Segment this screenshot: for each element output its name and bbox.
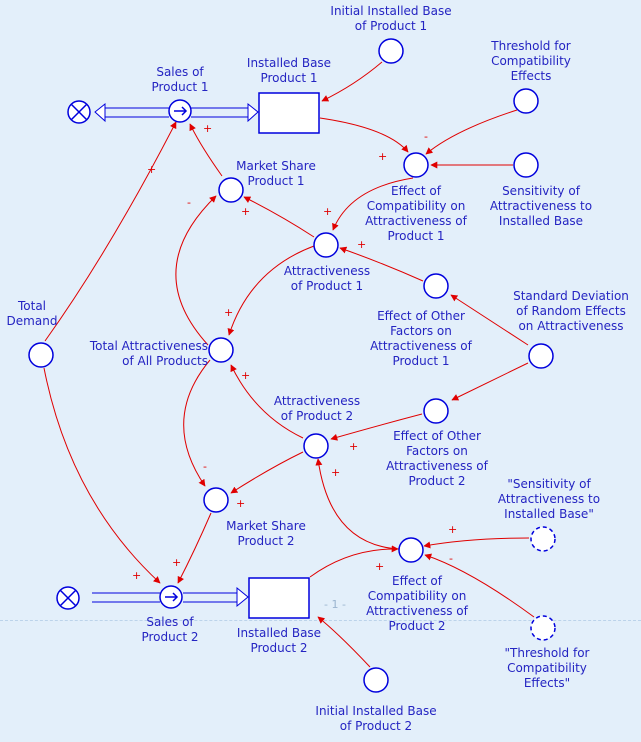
node-total-demand — [28, 342, 54, 368]
node-thresh-shadow — [530, 615, 556, 641]
link-effect-compat1-to-attract1 — [332, 177, 414, 231]
node-effect-compat2 — [398, 537, 424, 563]
link-attract1-to-total-attract — [227, 245, 315, 336]
flow-valves — [159, 99, 192, 609]
polarity-sign: - — [187, 196, 191, 209]
link-initial-ib2-to-ib2 — [317, 616, 371, 668]
link-stddev-to-effect-other1 — [450, 294, 529, 346]
stocks — [248, 92, 320, 619]
node-initial-ib1 — [378, 38, 404, 64]
polarity-sign: + — [357, 238, 367, 251]
link-attract2-to-share2 — [230, 451, 304, 494]
polarity-sign: + — [323, 205, 333, 218]
link-sens-shadow-to-effect-compat2 — [423, 537, 530, 549]
polarity-sign: + — [224, 306, 234, 319]
node-initial-ib2 — [363, 667, 389, 693]
node-sensitivity — [513, 152, 539, 178]
polarity-sign: + — [331, 466, 341, 479]
node-market-share2 — [203, 487, 229, 513]
shadow-nodes — [530, 526, 556, 641]
link-total-attract-to-share2 — [183, 359, 211, 487]
link-total-demand-to-sales1 — [44, 121, 177, 342]
polarity-sign: + — [147, 163, 157, 176]
polarity-sign: - — [449, 552, 453, 565]
link-total-demand-to-sales2 — [43, 367, 161, 584]
link-effect-other2-to-attract2 — [330, 413, 423, 441]
node-market-share1 — [218, 177, 244, 203]
node-attract1 — [313, 232, 339, 258]
link-attract2-to-total-attract — [230, 364, 304, 439]
node-effect-other2 — [423, 398, 449, 424]
link-stddev-to-effect-other2 — [451, 362, 529, 401]
node-effect-other1 — [423, 273, 449, 299]
causal-links — [43, 61, 535, 668]
link-share2-to-sales2 — [177, 512, 212, 584]
node-threshold — [513, 88, 539, 114]
link-effect-other1-to-attract1 — [339, 246, 424, 282]
polarity-sign: + — [241, 205, 251, 218]
polarity-sign: + — [349, 440, 359, 453]
node-total-attract — [208, 337, 234, 363]
stock-installed-base-2 — [248, 577, 310, 619]
node-attract2 — [303, 433, 329, 459]
auxiliary-nodes — [28, 38, 554, 693]
flow-pipes — [56, 99, 259, 610]
link-ib1-to-effect-compat1 — [319, 117, 409, 153]
node-sens-shadow — [530, 526, 556, 552]
polarity-sign: + — [132, 569, 142, 582]
polarity-sign: + — [378, 150, 388, 163]
polarity-sign: + — [236, 497, 246, 510]
node-std-dev — [528, 343, 554, 369]
polarity-sign: + — [241, 369, 251, 382]
link-initial-ib1-to-ib1 — [321, 61, 383, 102]
polarity-sign: + — [448, 523, 458, 536]
link-total-attract-to-share1 — [175, 195, 217, 346]
node-effect-compat1 — [403, 152, 429, 178]
link-ib2-to-effect-compat2 — [309, 545, 399, 578]
flow-sales1-pipe — [94, 102, 259, 123]
link-attract1-to-share1 — [243, 196, 315, 238]
link-effect-compat2-to-attract2 — [315, 458, 400, 550]
flow-sales2-pipe — [92, 586, 249, 608]
stock-installed-base-1 — [258, 92, 320, 134]
cloud-sources — [56, 100, 91, 610]
page-number-marker: - 1 - — [324, 598, 346, 611]
polarity-sign: + — [203, 122, 213, 135]
polarity-sign: - — [424, 130, 428, 143]
link-share1-to-sales1 — [189, 123, 223, 177]
polarity-sign: + — [172, 556, 182, 569]
polarity-sign: - — [203, 460, 207, 473]
link-thresh-shadow-to-effect-compat2 — [424, 553, 535, 618]
polarity-sign: + — [375, 560, 385, 573]
link-threshold-to-effect-compat1 — [425, 109, 518, 155]
